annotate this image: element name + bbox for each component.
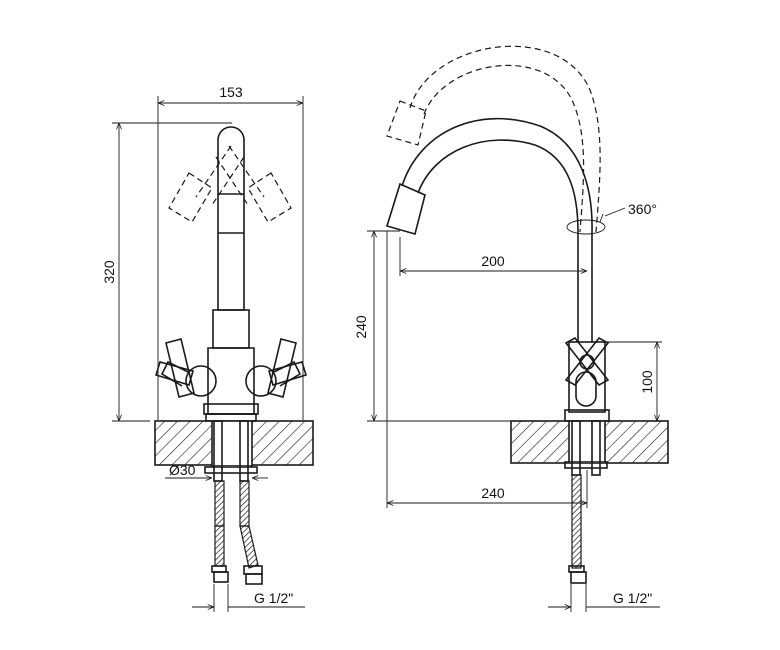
front-spout-column [212, 126, 250, 349]
front-counter-bore [212, 421, 252, 465]
side-dim-thread: G 1/2" [548, 584, 660, 612]
side-counter-bore [569, 421, 605, 463]
side-dim-base-reach: 240 [386, 231, 588, 508]
side-dim-base-reach-label: 240 [481, 485, 505, 501]
side-dim-spout-height-label: 240 [353, 315, 369, 339]
side-spout-ghost [386, 45, 601, 233]
front-valve-right [245, 338, 308, 398]
front-view: 153 320 Ø30 G 1/2" [101, 84, 314, 612]
side-view: 360° 200 [353, 45, 669, 612]
side-mounting-studs [564, 420, 608, 476]
front-dim-width-label: 153 [219, 84, 243, 100]
front-valve-left [154, 338, 217, 398]
side-rotation-marker: 360° [566, 201, 657, 235]
front-dim-width: 153 [157, 84, 304, 420]
front-dim-bore: Ø30 [165, 462, 268, 478]
front-dim-bore-label: Ø30 [169, 462, 196, 478]
front-tap-body [203, 347, 259, 422]
front-handle-ghost-left [168, 145, 245, 223]
front-dim-height-label: 320 [101, 260, 117, 284]
front-dim-thread: G 1/2" [192, 584, 305, 612]
side-dim-thread-label: G 1/2" [613, 590, 652, 606]
side-dim-reach-label: 200 [481, 253, 505, 269]
side-dim-handle-height-label: 100 [639, 370, 655, 394]
front-handle-ghost-right [215, 145, 292, 223]
front-hose-left [211, 480, 229, 583]
side-dim-handle-height: 100 [605, 341, 662, 421]
side-hose [568, 474, 587, 584]
side-dim-spout-height: 240 [353, 230, 510, 422]
front-dim-height: 320 [101, 122, 232, 422]
side-spout [385, 117, 593, 342]
front-dim-thread-label: G 1/2" [254, 590, 293, 606]
front-hose-right [239, 480, 263, 585]
side-cross-handle [564, 336, 610, 387]
side-dim-reach: 200 [399, 237, 587, 276]
side-dim-rotation-label: 360° [628, 201, 657, 217]
